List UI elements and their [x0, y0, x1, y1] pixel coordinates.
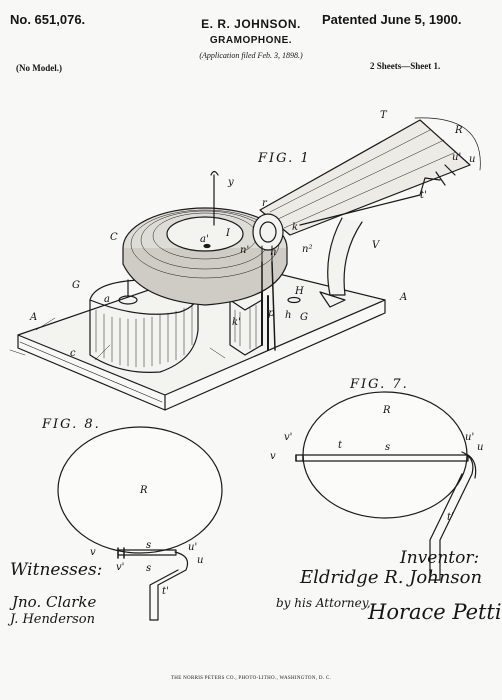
fig8-label-4: s	[146, 563, 151, 574]
patent-number: No. 651,076.	[10, 12, 86, 27]
fig1-label-19: p	[268, 308, 275, 319]
fig7-label-7: t'	[447, 512, 454, 523]
patent-title: GRAMOPHONE.	[209, 35, 293, 46]
fig8-label-1: s	[146, 540, 151, 551]
witness-2-signature: J. Henderson	[10, 612, 95, 627]
figure-8-drawing	[57, 426, 223, 621]
fig1-label-12: n	[270, 247, 276, 258]
fig8-reference-labels: Rs v v' s u'u t'	[90, 485, 203, 597]
patent-date: Patented June 5, 1900.	[322, 12, 462, 27]
attorney-label: by his Attorney,	[276, 596, 371, 610]
fig1-label-5: u	[469, 154, 475, 165]
model-note: (No Model.)	[16, 63, 62, 73]
fig1-title: FIG. 1	[257, 151, 311, 166]
fig8-label-5: u'	[188, 542, 197, 553]
fig1-label-3: R	[454, 125, 463, 136]
fig1-label-2: T	[380, 110, 388, 121]
attorney-signature: Horace Pettit	[368, 600, 502, 624]
fig1-label-16: H	[294, 286, 304, 297]
fig1-label-9: I	[225, 228, 231, 239]
fig8-label-2: v	[90, 547, 96, 558]
fig1-label-21: k'	[232, 317, 241, 328]
fig1-label-11: n'	[240, 245, 249, 256]
figure-1-drawing	[9, 117, 481, 411]
fig7-label-4: s	[385, 442, 390, 453]
inventor-signature: Eldridge R. Johnson	[300, 567, 483, 588]
figure-7-drawing	[295, 391, 477, 581]
sheet-info: 2 Sheets—Sheet 1.	[370, 61, 441, 71]
fig8-title: FIG. 8.	[41, 417, 101, 432]
fig8-label-6: u	[197, 555, 203, 566]
fig8-label-3: v'	[116, 562, 124, 573]
fig1-label-15: G	[72, 280, 80, 291]
fig8-label-7: t'	[162, 586, 169, 597]
witness-1-signature: Jno. Clarke	[12, 593, 97, 611]
fig1-label-24: c	[70, 348, 76, 359]
fig7-label-3: t	[338, 440, 343, 451]
fig1-label-1: r	[262, 198, 268, 209]
fig7-label-2: v	[270, 451, 276, 462]
fig7-title: FIG. 7.	[349, 377, 409, 392]
fig1-label-20: h	[285, 310, 291, 321]
fig8-label-0: R	[139, 485, 148, 496]
fig7-label-6: u	[477, 442, 483, 453]
fig1-label-10: k	[292, 222, 298, 233]
witnesses-label: Witnesses:	[10, 560, 103, 580]
inventor-name-header: E. R. JOHNSON.	[201, 17, 301, 31]
fig1-label-17: G	[300, 312, 308, 323]
application-date: (Application filed Feb. 3, 1898.)	[199, 51, 303, 60]
fig1-label-8: a'	[200, 234, 209, 245]
fig7-label-5: u'	[465, 432, 474, 443]
fig1-label-7: C	[110, 232, 118, 243]
fig1-label-6: t'	[420, 190, 427, 201]
fig1-label-0: y	[227, 177, 234, 188]
fig1-label-22: A	[29, 312, 37, 323]
fig1-label-14: V	[372, 240, 381, 251]
fig1-label-18: a	[104, 294, 110, 305]
fig7-reference-labels: Rv' v t s u'u t'	[270, 405, 483, 523]
fig7-label-1: v'	[284, 432, 292, 443]
fig7-label-0: R	[382, 405, 391, 416]
fig1-label-4: u'	[452, 152, 461, 163]
inventor-label: Inventor:	[400, 548, 480, 568]
fig1-label-23: A	[399, 292, 407, 303]
printer-footer: THE NORRIS PETERS CO., PHOTO-LITHO., WAS…	[170, 676, 332, 681]
fig1-label-13: n²	[302, 244, 312, 255]
